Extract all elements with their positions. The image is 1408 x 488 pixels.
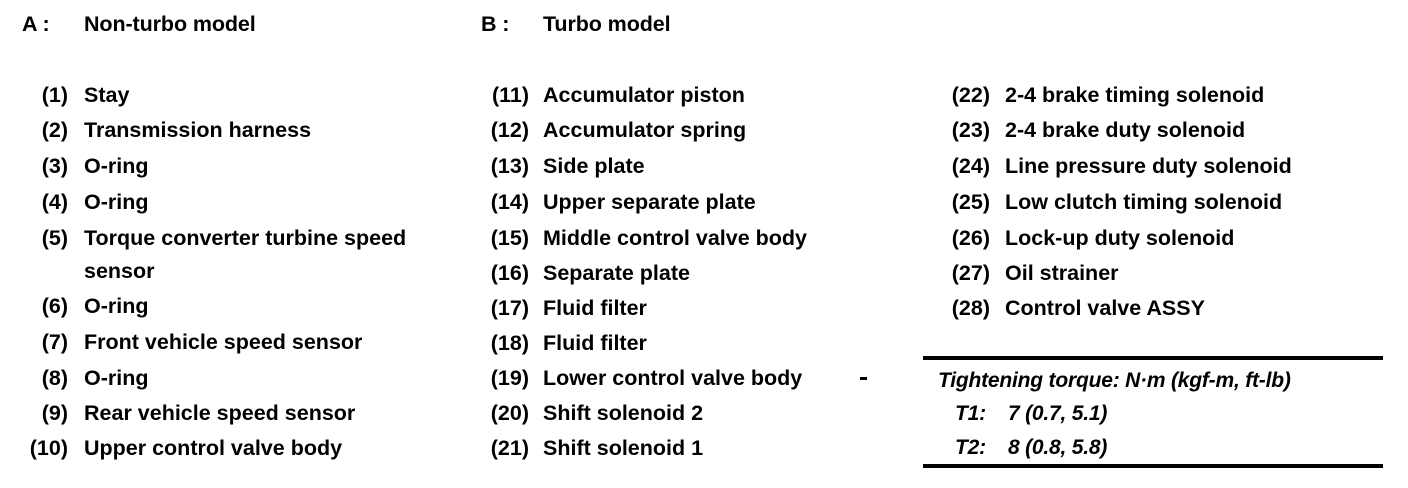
list-item-label: Middle control valve body (543, 226, 808, 250)
list-item-number: (27) (951, 261, 990, 285)
list-item-label: Torque converter turbine speed (84, 226, 407, 250)
list-item-label: Oil strainer (1005, 261, 1119, 285)
torque-box-bottom-rule (923, 464, 1383, 468)
list-item-label: Line pressure duty solenoid (1005, 154, 1292, 178)
list-item-number: (23) (951, 118, 990, 142)
list-item-label: Side plate (543, 154, 645, 178)
list-item-label: Fluid filter (543, 296, 647, 320)
list-item-label: O-ring (84, 154, 149, 178)
list-item-number: (15) (490, 226, 529, 250)
column-a-title: Non-turbo model (84, 12, 256, 36)
list-item-label: O-ring (84, 366, 149, 390)
list-item-label: Upper control valve body (84, 436, 343, 460)
list-item-number: (18) (490, 331, 529, 355)
list-item-number: (24) (951, 154, 990, 178)
list-item-number: (7) (41, 330, 68, 354)
torque-row-value-t2: 8 (0.8, 5.8) (1008, 436, 1108, 459)
list-item-label: 2-4 brake duty solenoid (1005, 118, 1246, 142)
list-item-label: Front vehicle speed sensor (84, 330, 363, 354)
list-item-label: Shift solenoid 2 (543, 401, 704, 425)
list-item-label: Upper separate plate (543, 190, 756, 214)
list-item-number: (26) (951, 226, 990, 250)
list-item-label: Transmission harness (84, 118, 312, 142)
torque-row-key-t1: T1: (955, 402, 986, 425)
torque-box-title: Tightening torque: N·m (kgf-m, ft-lb) (938, 369, 1291, 392)
list-item-label: Stay (84, 83, 130, 107)
list-item-label: Control valve ASSY (1005, 296, 1205, 320)
torque-row-value-t1: 7 (0.7, 5.1) (1008, 402, 1108, 425)
list-item-number: (5) (41, 226, 68, 250)
torque-box-top-rule (923, 356, 1383, 360)
list-item-number: (9) (41, 401, 68, 425)
list-item-label: O-ring (84, 190, 149, 214)
list-item-number: (19) (490, 366, 529, 390)
torque-row-key-t2: T2: (955, 436, 986, 459)
list-item-number: (3) (41, 154, 68, 178)
list-item-label: O-ring (84, 294, 149, 318)
list-item-number: (20) (490, 401, 529, 425)
list-item-number: (14) (490, 190, 529, 214)
column-b-title: Turbo model (543, 12, 671, 36)
list-item-number: (25) (951, 190, 990, 214)
list-item-number: (21) (490, 436, 529, 460)
column-a-key: A : (22, 12, 50, 36)
list-item-label: Lock-up duty solenoid (1005, 226, 1235, 250)
list-item-number: (8) (41, 366, 68, 390)
list-item-number: (11) (491, 83, 529, 107)
column-b-key: B : (481, 12, 510, 36)
list-item-number: (10) (29, 436, 68, 460)
list-item-label: Rear vehicle speed sensor (84, 401, 356, 425)
scan-artifact-speck (860, 377, 867, 380)
list-item-number: (6) (41, 294, 68, 318)
list-item-label: Low clutch timing solenoid (1005, 190, 1283, 214)
list-item-label: Lower control valve body (543, 366, 803, 390)
list-item-number: (13) (490, 154, 529, 178)
list-item-number: (1) (41, 83, 68, 107)
list-item-number: (2) (41, 118, 68, 142)
list-item-number: (4) (41, 190, 68, 214)
list-item-number: (22) (951, 83, 990, 107)
list-item-number: (16) (490, 261, 529, 285)
list-item-label: Accumulator spring (543, 118, 747, 142)
list-item-label: Shift solenoid 1 (543, 436, 704, 460)
list-item-label: Fluid filter (543, 331, 647, 355)
list-item-number: (12) (490, 118, 529, 142)
list-item-label: Accumulator piston (543, 83, 745, 107)
list-item-number: (28) (951, 296, 990, 320)
list-item-label: 2-4 brake timing solenoid (1005, 83, 1265, 107)
list-item-label-continuation: sensor (84, 259, 155, 283)
list-item-label: Separate plate (543, 261, 690, 285)
list-item-number: (17) (490, 296, 529, 320)
